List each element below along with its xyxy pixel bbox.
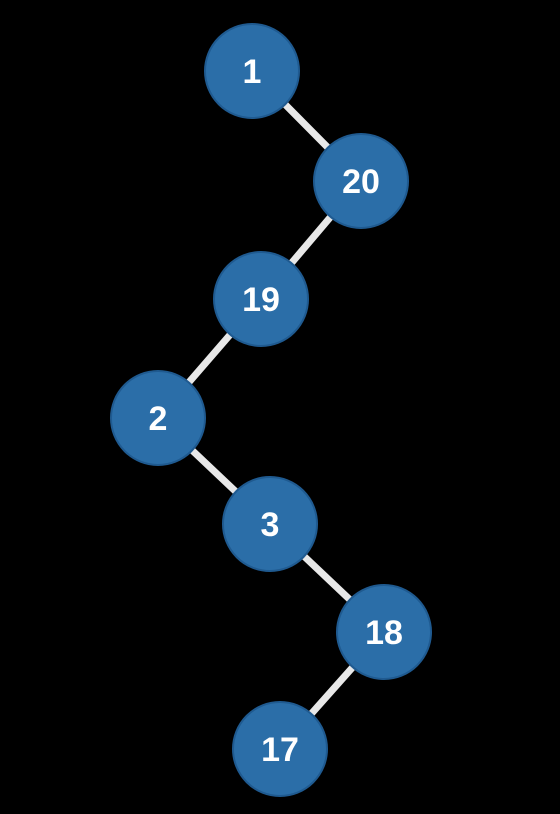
node-circle [110,370,206,466]
tree-node-19: 19 [213,251,309,347]
node-label: 3 [261,506,280,544]
tree-node-1: 1 [204,23,300,119]
tree-node-17: 17 [232,701,328,797]
node-label: 19 [242,281,280,319]
node-circle [213,251,309,347]
node-label: 18 [365,614,403,652]
node-circle [204,23,300,119]
node-circle [222,476,318,572]
node-label: 1 [243,53,262,91]
node-circle [336,584,432,680]
node-label: 20 [342,163,380,201]
tree-node-20: 20 [313,133,409,229]
node-circle [232,701,328,797]
node-circle [313,133,409,229]
tree-node-3: 3 [222,476,318,572]
node-label: 2 [149,400,168,438]
tree-node-2: 2 [110,370,206,466]
tree-nodes: 1 20 19 2 3 18 17 [110,23,432,797]
tree-node-18: 18 [336,584,432,680]
node-label: 17 [261,731,299,769]
